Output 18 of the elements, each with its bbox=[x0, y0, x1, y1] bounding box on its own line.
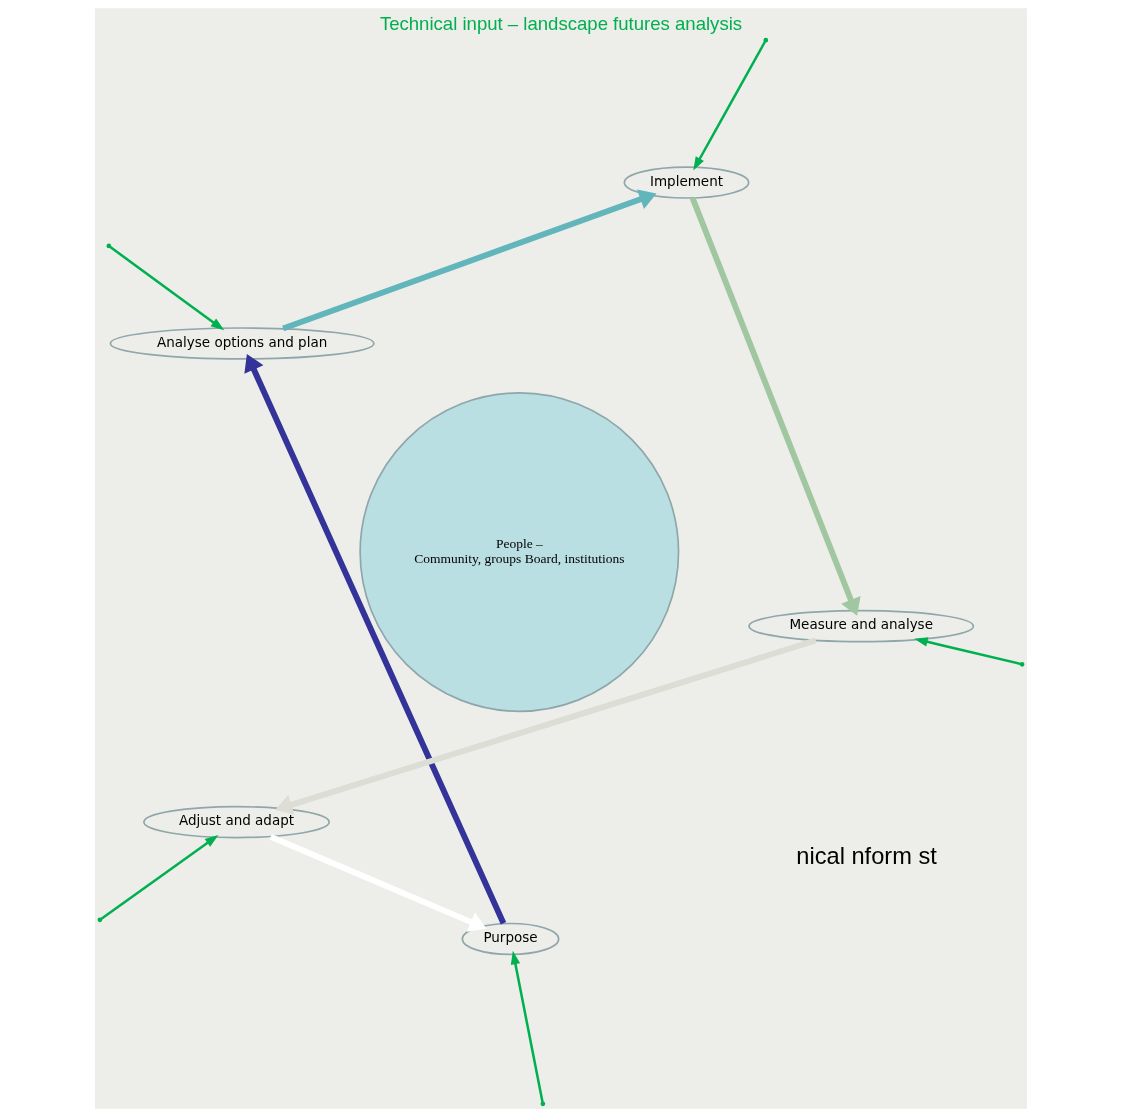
arrow bbox=[282, 189, 657, 332]
arrow bbox=[269, 833, 487, 932]
node-ellipse: Measure and analyse bbox=[748, 609, 975, 643]
node-circle: People – Community, groups Board, institutions bbox=[359, 392, 680, 713]
node-ellipse: Purpose bbox=[461, 922, 560, 956]
arrow bbox=[100, 835, 219, 920]
node-ellipse: Implement bbox=[623, 166, 750, 199]
arrow bbox=[109, 246, 225, 331]
arrow bbox=[693, 41, 766, 171]
arrow bbox=[914, 637, 1021, 666]
node-ellipse: Analyse options and plan bbox=[109, 327, 375, 360]
node-ellipse: Adjust and adapt bbox=[143, 805, 330, 839]
diagram-title: Technical input – landscape futures analysis bbox=[379, 12, 743, 34]
label: nical nform st bbox=[796, 843, 937, 870]
arrow bbox=[275, 637, 817, 815]
arrow bbox=[689, 197, 861, 616]
arrow bbox=[510, 950, 544, 1103]
arrow bbox=[244, 354, 507, 925]
